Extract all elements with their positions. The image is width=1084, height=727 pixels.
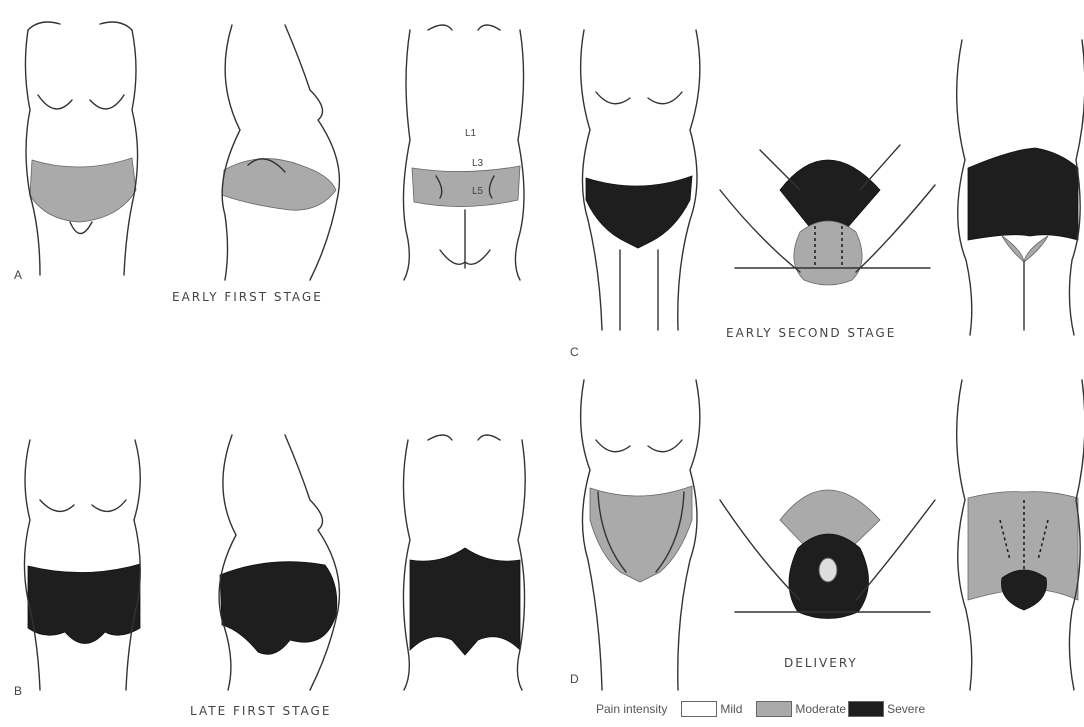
- figure-a-front: [25, 22, 137, 275]
- legend-swatch-mild: [681, 701, 717, 717]
- figure-d-perineal: [720, 490, 935, 619]
- vertebra-label-l3: L3: [472, 158, 483, 169]
- figure-b-side: [219, 435, 339, 690]
- pain-zone-moderate: [1002, 236, 1048, 262]
- figure-d-front: [581, 380, 700, 690]
- figure-a-side: [222, 25, 339, 280]
- legend-label-moderate: Moderate: [795, 702, 846, 716]
- panel-label-a: A: [14, 268, 22, 282]
- legend-label-severe: Severe: [887, 702, 925, 716]
- pain-intensity-legend: Pain intensity Mild Moderate Severe: [596, 700, 925, 718]
- panel-label-c: C: [570, 345, 579, 359]
- panel-label-d: D: [570, 672, 579, 686]
- legend-swatch-moderate: [756, 701, 792, 717]
- figure-d-back: [957, 380, 1084, 690]
- pain-zone-severe: [968, 148, 1078, 240]
- pain-zone-severe: [1001, 570, 1046, 610]
- caption-early-second-stage: EARLY SECOND STAGE: [726, 326, 896, 340]
- pain-zone-severe: [220, 562, 337, 655]
- pain-zone-moderate: [412, 166, 520, 207]
- figure-c-front: [581, 30, 700, 330]
- pain-zone-moderate: [794, 221, 862, 285]
- caption-early-first-stage: EARLY FIRST STAGE: [172, 290, 323, 304]
- caption-late-first-stage: LATE FIRST STAGE: [190, 704, 331, 718]
- legend-label-mild: Mild: [720, 702, 742, 716]
- figure-c-perineal: [720, 145, 935, 285]
- pain-zone-severe: [410, 548, 520, 655]
- legend-swatch-severe: [848, 701, 884, 717]
- pain-zone-severe: [586, 176, 692, 248]
- figure-b-front: [24, 440, 140, 690]
- legend-title: Pain intensity: [596, 702, 667, 716]
- caption-delivery: DELIVERY: [784, 656, 858, 670]
- vertebra-label-l1: L1: [465, 128, 476, 139]
- figure-b-back: [403, 435, 525, 690]
- figure-c-back: [957, 40, 1084, 335]
- panel-label-b: B: [14, 684, 22, 698]
- pain-zone-severe: [28, 564, 140, 644]
- figure-a-back: [403, 25, 524, 280]
- pain-zone-moderate: [30, 158, 136, 222]
- vertebra-label-l5: L5: [472, 186, 483, 197]
